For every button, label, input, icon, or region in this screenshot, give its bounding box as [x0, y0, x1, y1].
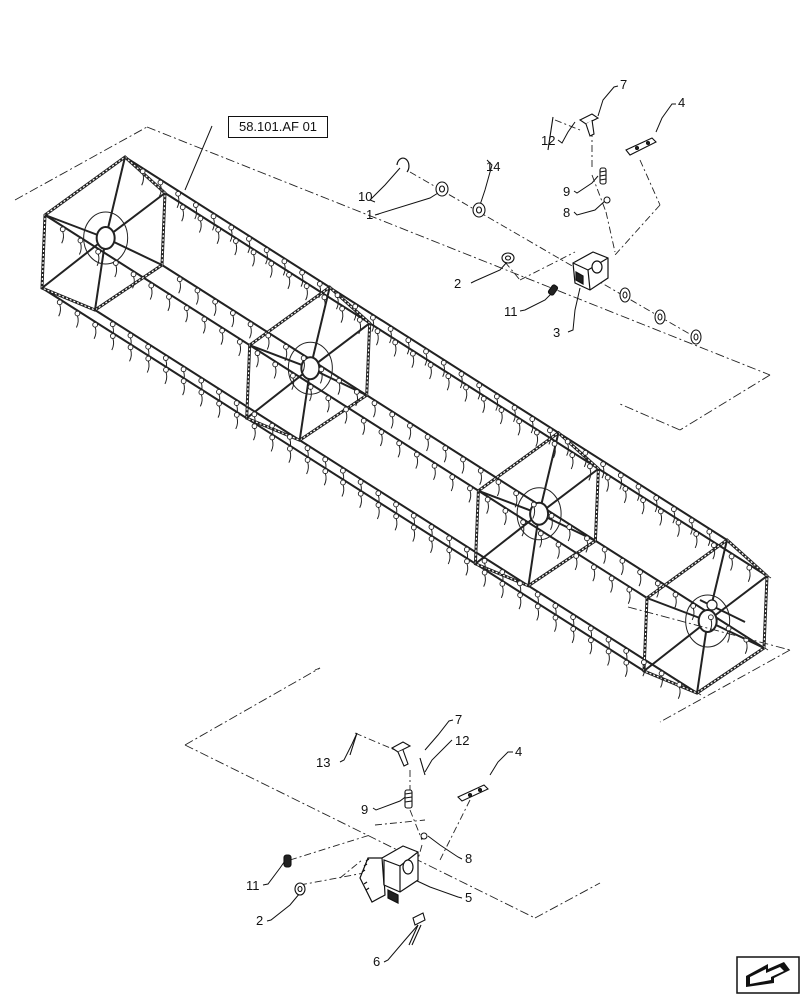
- pickup-reel-assembly: [40, 155, 772, 699]
- callout-4-bottom: 4: [515, 744, 523, 759]
- part-9-spring-top: [599, 167, 607, 185]
- callout-1: 1: [366, 207, 374, 222]
- next-page-arrow-icon[interactable]: [736, 956, 800, 994]
- part-11-bolt-bottom: [283, 854, 292, 868]
- callout-12-bottom: 12: [455, 733, 470, 748]
- callout-13: 13: [316, 755, 331, 770]
- part-10-retaining-ring: [396, 157, 410, 173]
- callout-7-bottom: 7: [455, 712, 463, 727]
- part-5-cam-sector-housing: [359, 845, 419, 904]
- part-6-bolt: [408, 912, 426, 946]
- callout-10: 10: [358, 189, 373, 204]
- callout-8-bottom: 8: [465, 851, 473, 866]
- part-4-plate-bottom: [457, 784, 489, 802]
- callout-5: 5: [465, 890, 473, 905]
- callout-12-top: 12: [541, 133, 556, 148]
- callout-14: 14: [486, 159, 501, 174]
- part-12-pin-top: [547, 116, 554, 151]
- part-4-plate-top: [625, 137, 657, 156]
- part-1-washer: [435, 181, 449, 197]
- part-9-spring-bottom: [404, 789, 413, 809]
- callout-2-bottom: 2: [256, 913, 264, 928]
- part-8-ball-bottom: [420, 832, 428, 840]
- part-11-bolt-top: [547, 284, 559, 296]
- callout-11-top: 11: [504, 304, 518, 319]
- part-12-pin-bottom: [419, 757, 426, 776]
- callout-8-top: 8: [563, 205, 571, 220]
- leader-lines: [184, 85, 676, 963]
- part-8-ball-top: [603, 196, 611, 204]
- callout-4-top: 4: [678, 95, 686, 110]
- callout-11-bottom: 11: [246, 878, 260, 893]
- part-3-cam-bearing-housing: [572, 251, 609, 291]
- callout-2-top: 2: [454, 276, 462, 291]
- callout-3: 3: [553, 325, 561, 340]
- top-exploded-axis: [409, 119, 701, 341]
- part-14-bearing: [472, 202, 486, 218]
- top-group-outline: [14, 126, 771, 431]
- part-2-nut-bottom: [294, 882, 306, 896]
- part-7-latch-top: [578, 113, 600, 137]
- part-7-latch-bottom: [390, 741, 412, 767]
- bottom-group-outline: [184, 606, 791, 919]
- spacer-washers-top: [619, 287, 702, 345]
- part-13-pin: [349, 732, 358, 756]
- part-2-nut-top: [501, 252, 515, 264]
- callout-9-top: 9: [563, 184, 571, 199]
- callout-6: 6: [373, 954, 381, 969]
- reference-label-box[interactable]: 58.101.AF 01: [228, 116, 328, 138]
- callout-7-top: 7: [620, 77, 628, 92]
- callout-9-bottom: 9: [361, 802, 369, 817]
